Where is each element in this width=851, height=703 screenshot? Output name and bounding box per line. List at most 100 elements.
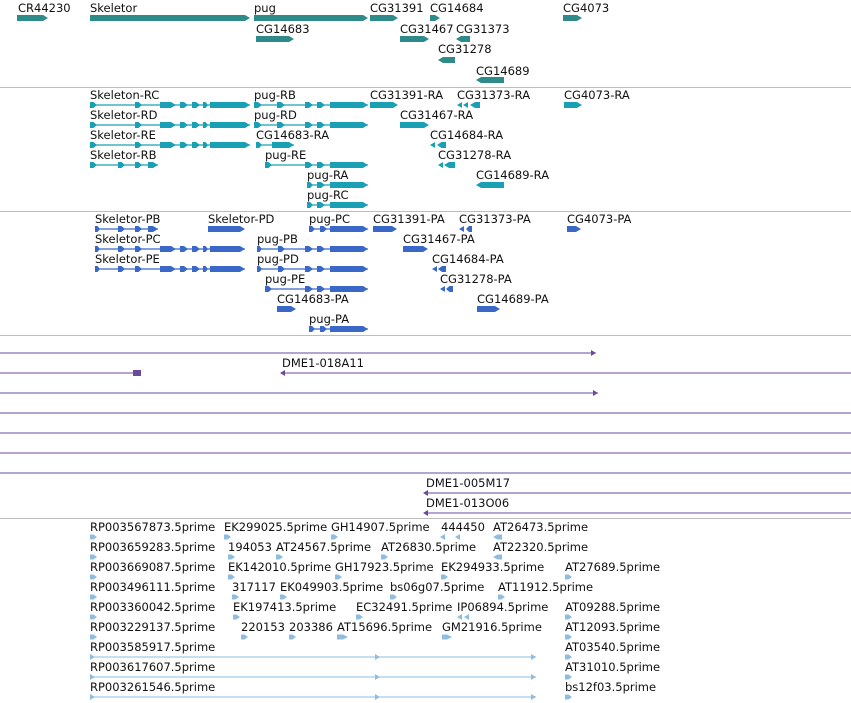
est-glyph[interactable]	[276, 554, 283, 560]
transcript-glyph[interactable]	[430, 142, 435, 148]
protein-label[interactable]: Skeletor-PC	[95, 232, 161, 246]
bac-glyph-end[interactable]	[593, 390, 598, 396]
transcript-label[interactable]: pug-RD	[254, 108, 297, 122]
transcript-glyph-exon[interactable]	[210, 102, 250, 108]
bac-label-013o06[interactable]: DME1-013O06	[426, 496, 510, 510]
est-label[interactable]: IP06894.5prime	[457, 600, 549, 614]
transcript-glyph-exon[interactable]	[90, 122, 97, 128]
protein-label[interactable]: pug-PC	[309, 212, 351, 226]
transcript-label[interactable]: CG14684-RA	[430, 128, 504, 142]
gene-glyph[interactable]	[370, 15, 398, 21]
protein-glyph-exon[interactable]	[160, 246, 176, 252]
est-label[interactable]: RP003360042.5prime	[90, 600, 216, 614]
protein-glyph-exon[interactable]	[278, 246, 285, 252]
est-label[interactable]: bs12f03.5prime	[565, 680, 657, 694]
transcript-glyph-exon[interactable]	[330, 162, 368, 168]
transcript-label[interactable]: Skeletor-RE	[90, 128, 156, 142]
est-label[interactable]: EC32491.5prime	[356, 600, 453, 614]
transcript-glyph-exon[interactable]	[180, 142, 188, 148]
transcript-glyph-exon[interactable]	[192, 102, 200, 108]
est-label[interactable]: AT31010.5prime	[565, 660, 661, 674]
est-glyph[interactable]	[233, 614, 240, 620]
protein-label[interactable]: Skeletor-PB	[95, 212, 161, 226]
transcript-label[interactable]: CG31391-RA	[370, 88, 444, 102]
transcript-glyph-exon[interactable]	[307, 182, 313, 188]
transcript-glyph-exon[interactable]	[330, 202, 368, 208]
protein-glyph[interactable]	[208, 226, 245, 232]
transcript-glyph-exon[interactable]	[307, 202, 313, 208]
est-label[interactable]: AT15696.5prime	[337, 620, 433, 634]
gene-label-cg14683[interactable]: CG14683	[256, 22, 310, 36]
est-label[interactable]: AT24567.5prime	[276, 540, 372, 554]
transcript-glyph-exon[interactable]	[210, 142, 250, 148]
bac-glyph-end[interactable]	[133, 370, 141, 376]
gene-label-cg31278[interactable]: CG31278	[438, 42, 492, 56]
transcript-glyph-exon[interactable]	[317, 122, 325, 128]
gene-label-cg4073[interactable]: CG4073	[563, 1, 610, 15]
transcript-glyph-exon[interactable]	[256, 142, 262, 148]
transcript-glyph-exon[interactable]	[203, 102, 208, 108]
est-glyph[interactable]	[464, 614, 469, 620]
est-glyph[interactable]	[565, 654, 572, 660]
est-glyph[interactable]	[335, 574, 342, 580]
protein-glyph-exon[interactable]	[95, 246, 100, 252]
protein-glyph-exon[interactable]	[118, 226, 125, 232]
est-label[interactable]: RP003585917.5prime	[90, 640, 216, 654]
transcript-glyph-exon[interactable]	[272, 142, 294, 148]
transcript-glyph-exon[interactable]	[135, 102, 142, 108]
protein-glyph-exon[interactable]	[278, 266, 285, 272]
est-glyph[interactable]	[232, 594, 239, 600]
gene-glyph[interactable]	[476, 77, 504, 83]
protein-glyph-exon[interactable]	[192, 266, 200, 272]
transcript-glyph-exon[interactable]	[180, 102, 188, 108]
protein-glyph-exon[interactable]	[210, 266, 245, 272]
transcript-glyph-exon[interactable]	[160, 102, 176, 108]
est-label[interactable]: RP003669087.5prime	[90, 560, 216, 574]
est-glyph[interactable]	[228, 554, 235, 560]
est-label[interactable]: 194053	[228, 540, 272, 554]
est-label[interactable]: EK294933.5prime	[441, 560, 545, 574]
transcript-glyph-exon[interactable]	[135, 122, 142, 128]
est-glyph[interactable]	[289, 634, 296, 640]
est-glyph[interactable]	[356, 614, 363, 620]
protein-label[interactable]: pug-PB	[257, 232, 298, 246]
protein-glyph-exon[interactable]	[330, 266, 368, 272]
est-glyph[interactable]	[565, 574, 572, 580]
transcript-glyph-exon[interactable]	[148, 162, 158, 168]
protein-glyph-exon[interactable]	[317, 286, 325, 292]
protein-glyph-exon[interactable]	[309, 326, 315, 332]
transcript-glyph[interactable]	[444, 162, 455, 168]
est-label[interactable]: GM21916.5prime	[442, 620, 542, 634]
transcript-glyph[interactable]	[438, 162, 443, 168]
protein-glyph[interactable]	[567, 226, 581, 232]
est-glyph[interactable]	[90, 574, 97, 580]
protein-label[interactable]: CG14684-PA	[432, 252, 504, 266]
est-glyph[interactable]	[531, 694, 536, 700]
protein-glyph-exon[interactable]	[317, 266, 325, 272]
transcript-glyph-exon[interactable]	[277, 122, 285, 128]
gene-glyph[interactable]	[17, 15, 48, 21]
protein-glyph[interactable]	[446, 286, 453, 292]
transcript-glyph-exon[interactable]	[330, 182, 368, 188]
protein-glyph-exon[interactable]	[118, 246, 125, 252]
transcript-glyph-exon[interactable]	[203, 122, 208, 128]
transcript-label[interactable]: Skeletor-RD	[90, 108, 158, 122]
transcript-glyph-exon[interactable]	[90, 162, 97, 168]
gene-label-cr44230[interactable]: CR44230	[18, 1, 71, 15]
protein-label[interactable]: CG14689-PA	[477, 292, 549, 306]
protein-glyph-exon[interactable]	[320, 226, 327, 232]
est-glyph[interactable]	[90, 554, 97, 560]
gene-glyph[interactable]	[400, 36, 429, 42]
protein-glyph[interactable]	[438, 266, 446, 272]
bac-glyph-end[interactable]	[280, 370, 285, 376]
transcript-glyph-exon[interactable]	[305, 122, 313, 128]
transcript-glyph-exon[interactable]	[330, 122, 368, 128]
est-glyph[interactable]	[565, 674, 572, 680]
est-glyph[interactable]	[498, 594, 505, 600]
protein-glyph-exon[interactable]	[309, 226, 315, 232]
transcript-glyph-exon[interactable]	[90, 142, 97, 148]
est-label[interactable]: AT12093.5prime	[565, 620, 661, 634]
gene-label-cg14689[interactable]: CG14689	[476, 64, 530, 78]
gene-label-cg31373[interactable]: CG31373	[456, 22, 510, 36]
transcript-label[interactable]: CG31373-RA	[457, 88, 531, 102]
